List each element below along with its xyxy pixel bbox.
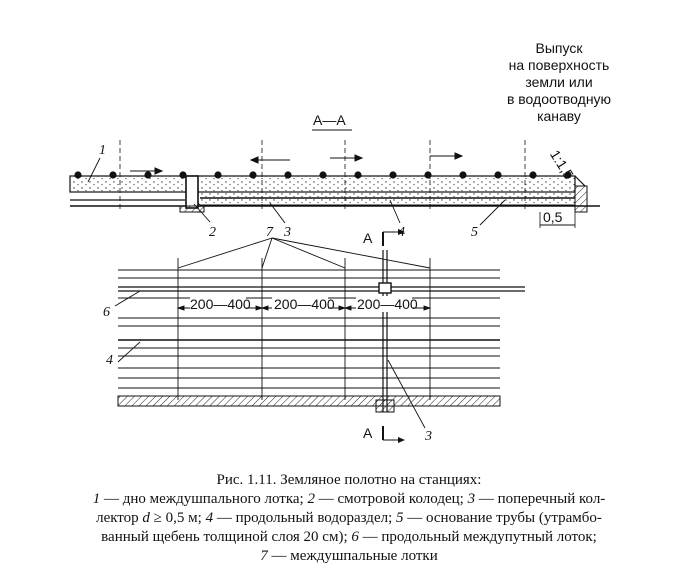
plan-inspection-well [378,282,392,294]
outlet-line: на поверхность [508,57,610,73]
sleeper-mark [424,171,432,179]
dimension-200-400-b: 200—400 [274,296,335,312]
outlet-line: канаву [537,108,581,124]
sleeper-mark [109,171,117,179]
callout-4-plan: 4 [106,353,113,368]
sleeper-mark [144,171,152,179]
outlet-line: Выпуск [535,40,583,56]
callout-5: 5 [471,225,478,240]
callout-7: 7 [266,225,274,240]
sleeper-mark [529,171,537,179]
sleeper-mark [494,171,502,179]
inspection-well [185,175,199,209]
cut-marker-top: А [363,230,373,246]
section-title: А—А [313,112,346,128]
dimension-200-400-a: 200—400 [190,296,251,312]
outlet-line: в водоотводную [506,91,612,107]
section-a-a [69,129,600,228]
callout-3-plan: 3 [424,429,432,444]
sleeper-mark [459,171,467,179]
outlet-note: Выпуск на поверхность земли или в водоот… [470,40,648,125]
caption-title: Рис. 1.11. Земляное полотно на станциях: [216,472,482,488]
dimension-200-400-c: 200—400 [357,296,418,312]
caption-line-3: лектор d ≥ 0,5 м; 4 — продольный водораз… [96,510,602,526]
callout-2: 2 [209,225,216,240]
outlet-line: земли или [525,74,593,90]
callout-3-section: 3 [283,225,291,240]
sleeper-mark [179,171,187,179]
caption-line-5: 7 — междушпальные лотки [260,548,438,564]
figure-caption: Рис. 1.11. Земляное полотно на станциях:… [0,471,698,566]
cut-marker-bottom: А [363,425,373,441]
dimension-0-5: 0,5 [543,209,563,225]
sleeper-mark [249,171,257,179]
embankment-slope [574,175,586,187]
sleeper-mark [354,171,362,179]
sleeper-mark [319,171,327,179]
caption-line-2: 1 — дно междушпального лотка; 2 — смотро… [92,491,606,507]
earthwork-diagram: А—А 1:1,5 0,5 1 2 3 4 5 7 6 4 3 А А 200—… [69,112,600,444]
callout-1: 1 [99,143,106,158]
sleeper-mark [389,171,397,179]
callout-6: 6 [103,305,110,320]
caption-line-4: ванный щебень толщиной слоя 20 см); 6 — … [101,529,597,545]
sleeper-mark [74,171,82,179]
sleeper-mark [284,171,292,179]
outlet-wall [574,185,588,213]
plan-view [114,229,525,443]
sleeper-mark [564,171,572,179]
callout-4-section: 4 [398,225,405,240]
sleeper-mark [214,171,222,179]
